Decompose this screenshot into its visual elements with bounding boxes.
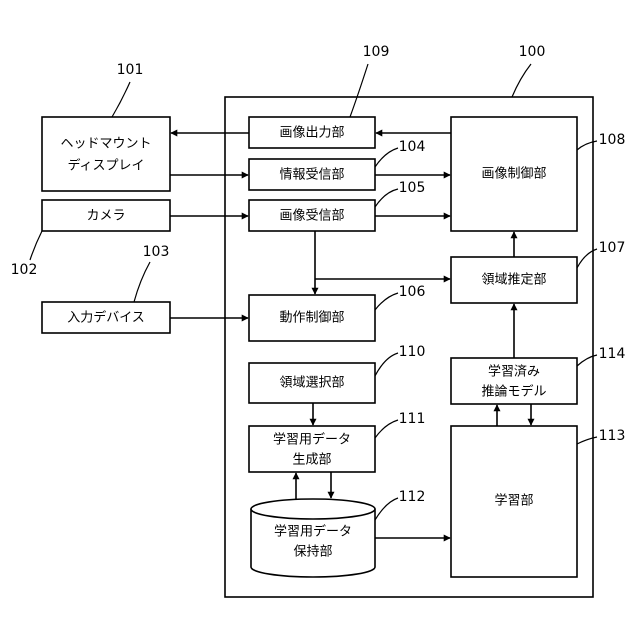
region-selection-label: 領域選択部	[279, 375, 344, 391]
image-receiver-label: 画像受信部	[279, 209, 344, 224]
trained-model-label-line2: 推論モデル	[481, 384, 546, 400]
ref-101: 101	[117, 62, 144, 78]
ref-113: 113	[599, 428, 626, 444]
ref-106: 106	[399, 284, 426, 300]
ref-114: 114	[599, 346, 626, 362]
ref-107: 107	[599, 240, 626, 256]
hmd-label-line1: ヘッドマウント	[60, 137, 151, 152]
leader-101	[112, 82, 130, 117]
info-receiver-label: 情報受信部	[279, 168, 344, 183]
ref-112: 112	[399, 489, 426, 505]
ref-102: 102	[11, 262, 38, 278]
leader-102	[30, 231, 42, 260]
training-data-store-label-line2: 保持部	[293, 545, 332, 560]
training-data-generator-label-line1: 学習用データ	[273, 432, 351, 448]
hmd-label-line2: ディスプレイ	[67, 158, 144, 174]
head-mounted-display-box	[42, 117, 170, 191]
ref-108: 108	[599, 132, 626, 148]
trained-model-label-line1: 学習済み	[488, 364, 540, 380]
leader-100	[512, 64, 531, 97]
image-control-label: 画像制御部	[481, 167, 546, 182]
training-data-store-label-line1: 学習用データ	[274, 524, 352, 540]
input-device-label: 入力デバイス	[67, 310, 145, 326]
region-estimation-label: 領域推定部	[481, 272, 546, 288]
motion-control-label: 動作制御部	[279, 311, 344, 326]
camera-label: カメラ	[86, 209, 125, 224]
ref-103: 103	[143, 244, 170, 260]
image-output-label: 画像出力部	[279, 126, 344, 141]
ref-109: 109	[363, 44, 390, 60]
leader-103	[134, 262, 150, 302]
learning-unit-label: 学習部	[494, 493, 533, 509]
ref-110: 110	[399, 344, 426, 360]
ref-104: 104	[399, 139, 426, 155]
ref-105: 105	[399, 180, 426, 196]
training-data-generator-label-line2: 生成部	[292, 453, 331, 468]
ref-111: 111	[399, 411, 426, 427]
ref-100: 100	[519, 44, 546, 60]
